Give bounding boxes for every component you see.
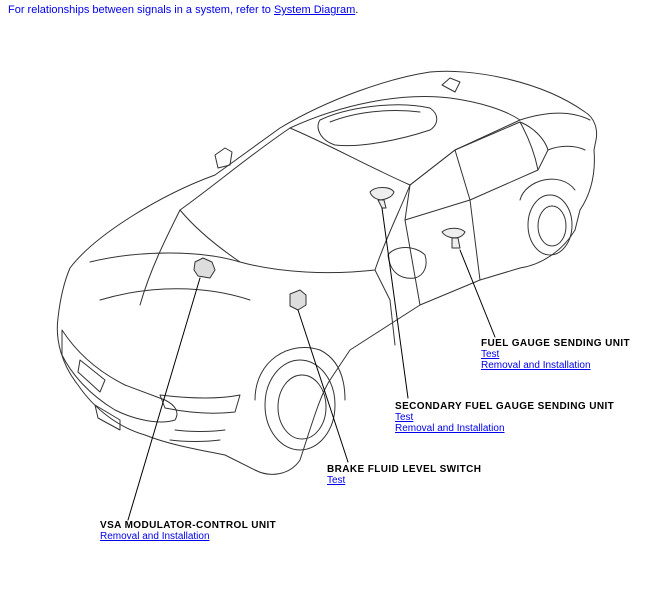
brake-fluid-switch-shape	[289, 289, 307, 311]
secondary-fuel-gauge-test-link[interactable]: Test	[395, 412, 414, 423]
secondary-fuel-gauge-removal-link[interactable]: Removal and Installation	[395, 423, 505, 434]
fuel-gauge-label: FUEL GAUGE SENDING UNIT Test Removal and…	[481, 338, 630, 371]
front-wheel	[264, 359, 336, 451]
rear-wheel	[527, 194, 573, 256]
vsa-label: VSA MODULATOR-CONTROL UNIT Removal and I…	[100, 520, 276, 542]
brake-fluid-label: BRAKE FLUID LEVEL SWITCH Test	[327, 464, 481, 486]
front-grille	[61, 329, 178, 423]
side-mirror	[387, 247, 427, 279]
sunroof	[317, 104, 438, 147]
leader-fuel-gauge	[459, 249, 496, 338]
top-note: For relationships between signals in a s…	[8, 4, 358, 16]
fuel-gauge-removal-link[interactable]: Removal and Installation	[481, 360, 591, 371]
car-outline	[56, 70, 598, 475]
fuel-sender-shape	[441, 227, 466, 249]
leader-secondary-fuel	[381, 207, 409, 399]
brake-fluid-title: BRAKE FLUID LEVEL SWITCH	[327, 464, 482, 475]
secondary-fuel-sender-shape	[369, 187, 395, 209]
secondary-fuel-gauge-title: SECONDARY FUEL GAUGE SENDING UNIT	[395, 401, 615, 412]
leader-brake-fluid	[297, 309, 349, 463]
vsa-title: VSA MODULATOR-CONTROL UNIT	[100, 520, 277, 531]
top-note-end: .	[355, 4, 359, 16]
system-diagram-link[interactable]: System Diagram	[273, 4, 356, 16]
leader-vsa	[127, 277, 201, 521]
brake-fluid-test-link[interactable]: Test	[327, 475, 346, 486]
windshield	[179, 127, 411, 274]
secondary-fuel-gauge-label: SECONDARY FUEL GAUGE SENDING UNIT Test R…	[395, 401, 614, 434]
side-window	[404, 121, 539, 221]
fuel-gauge-test-link[interactable]: Test	[481, 349, 500, 360]
top-note-text: For relationships between signals in a s…	[8, 4, 274, 16]
headlight	[159, 394, 241, 414]
fuel-gauge-title: FUEL GAUGE SENDING UNIT	[481, 338, 631, 349]
vsa-removal-link[interactable]: Removal and Installation	[100, 531, 210, 542]
vsa-unit-shape	[193, 257, 216, 279]
